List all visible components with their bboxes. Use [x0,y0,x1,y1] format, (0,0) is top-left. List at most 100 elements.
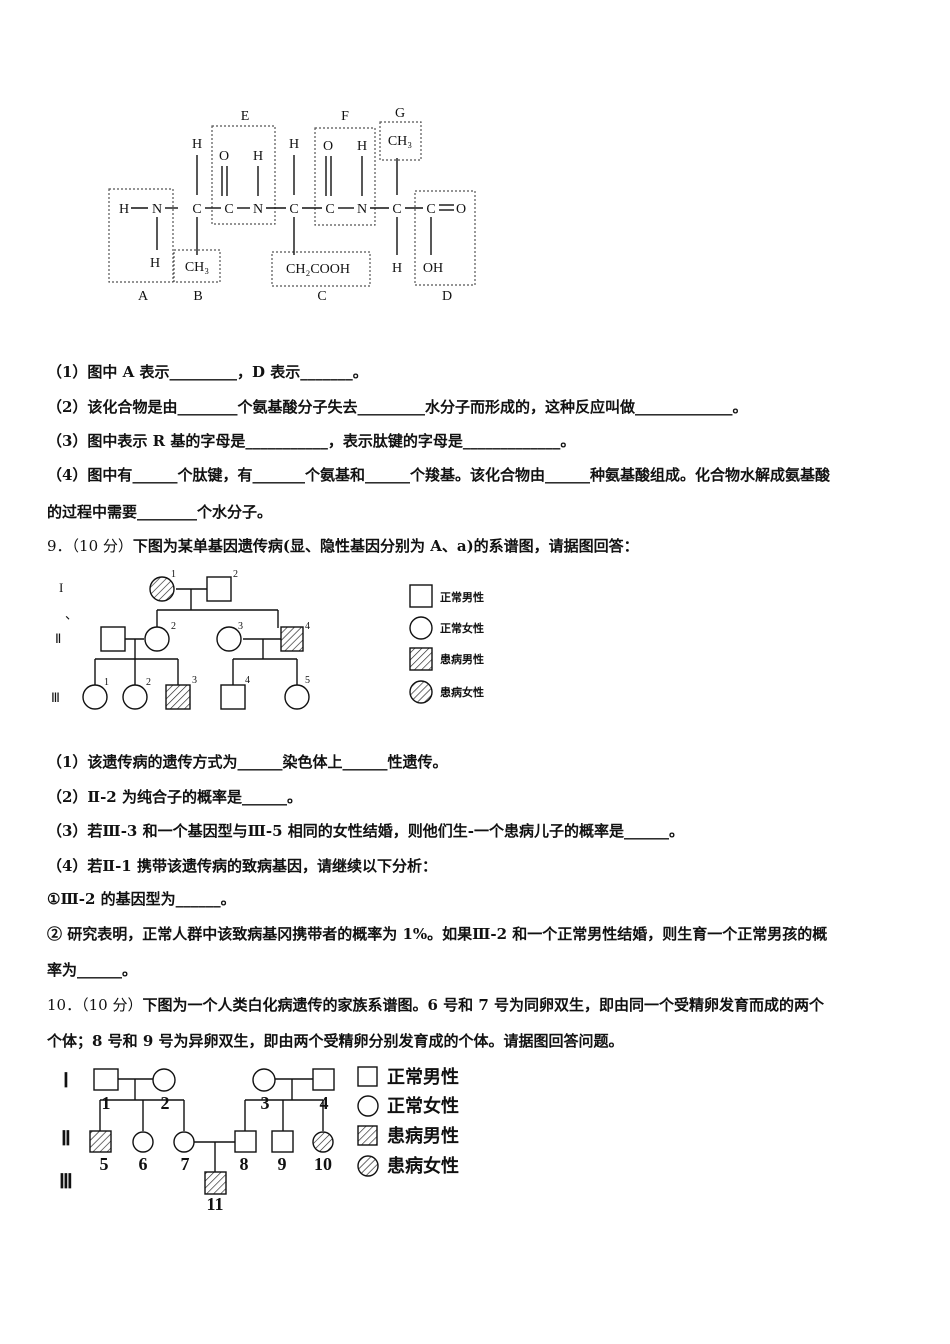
box-A [108,188,174,283]
q10-II-6-normal-female [132,1131,154,1153]
svg-text:CH₃: CH₃ [388,134,412,149]
q9-line-3: （3）若Ⅲ-3 和一个基因型与Ⅲ-5 相同的女性结婚，则他们生-一个患病儿子的概… [47,822,684,840]
label-C: C [317,289,326,304]
q9-number: 9．（10 分） [47,537,133,555]
svg-text:2: 2 [146,677,151,688]
q9-I-2-normal-male [206,576,232,602]
svg-text:N: N [357,202,367,217]
q9-III-1-normal-female [82,684,108,710]
svg-text:5: 5 [305,675,310,686]
q9-III-2-normal-female [122,684,148,710]
svg-text:C: C [426,202,435,217]
svg-text:1: 1 [171,569,176,580]
q10-III-11-affected-male [204,1171,227,1195]
svg-text:O: O [456,202,466,217]
q10-legend-normal-male-icon [357,1066,378,1087]
q9-line-7: 率为______。 [47,961,138,979]
q9-line-6: ② 研究表明，正常人群中该致病基冈携带者的概率为 1%。如果Ⅲ-2 和一个正常男… [47,925,828,943]
q9-heading: 9．（10 分）下图为某单基因遗传病(显、隐性基因分别为 A、a)的系谱图，请据… [47,536,639,556]
svg-text:2: 2 [161,1093,170,1113]
svg-text:C: C [325,202,334,217]
svg-text:H: H [119,202,129,217]
svg-text:7: 7 [181,1154,190,1174]
q10-legend-affected-female-icon [357,1155,379,1177]
q9-III-5-normal-female [284,684,310,710]
box-G [379,121,422,161]
q8-line-4: （4）图中有______个肽键，有_______个氨基和______个羧基。该化… [47,466,830,484]
svg-text:4: 4 [245,675,250,686]
svg-text:H: H [357,139,367,154]
q8-line-5: 的过程中需要________个水分子。 [47,503,273,521]
q10-legend-affected-male-icon [357,1125,378,1146]
svg-text:1: 1 [102,1093,111,1113]
svg-text:正常女性: 正常女性 [387,1095,459,1116]
q10-II-8-normal-male [234,1130,257,1153]
q9-legend-normal-male-icon [409,584,433,608]
q9-title: 下图为某单基因遗传病(显、隐性基因分别为 A、a)的系谱图，请据图回答： [132,537,639,555]
svg-text:I: I [59,580,63,595]
q9-III-4-normal-male [220,684,246,710]
q9-II-2-normal-female [144,626,170,652]
svg-text:C: C [224,202,233,217]
svg-text:患病女性: 患病女性 [440,685,484,699]
svg-text:Ⅲ: Ⅲ [51,690,60,705]
svg-text:H: H [392,261,402,276]
q9-I-1-affected-female [149,576,175,602]
svg-text:Ⅱ: Ⅱ [55,631,61,646]
svg-text:2: 2 [171,621,176,632]
svg-text:正常男性: 正常男性 [440,590,484,604]
svg-text:正常男性: 正常男性 [387,1066,459,1087]
svg-text:CH₂COOH: CH₂COOH [286,262,350,277]
q9-line-2: （2）Ⅱ-2 为纯合子的概率是______。 [47,788,302,806]
q10-II-9-normal-male [271,1130,294,1153]
q8-line-3: （3）图中表示 R 基的字母是___________，表示肽键的字母是_____… [47,432,576,450]
svg-text:O: O [219,149,229,164]
q8-line-2: （2）该化合物是由________个氨基酸分子失去_________水分子而形成… [47,398,748,416]
svg-text:、: 、 [65,607,78,622]
svg-text:N: N [253,202,263,217]
svg-text:患病女性: 患病女性 [387,1155,459,1176]
box-B [173,249,221,283]
box-C [271,251,371,287]
svg-text:O: O [323,139,333,154]
q8-line-1: （1）图中 A 表示_________，D 表示_______。 [47,363,368,381]
svg-text:5: 5 [100,1154,109,1174]
svg-text:H: H [150,256,160,271]
svg-text:H: H [289,137,299,152]
svg-text:CH₃: CH₃ [185,260,209,275]
svg-text:1: 1 [104,677,109,688]
svg-text:2: 2 [233,569,238,580]
svg-text:4: 4 [320,1093,329,1113]
q10-pedigree-chart: Ⅰ Ⅱ Ⅲ 1 2 3 4 [59,1066,459,1214]
q9-line-1: （1）该遗传病的遗传方式为______染色体上______性遗传。 [47,753,448,771]
svg-text:8: 8 [240,1154,249,1174]
q9-legend-affected-male-icon [409,647,433,671]
peptide-structure-diagram: A B C D E F G H N C C N C C N C C O H O … [108,106,476,304]
label-D: D [442,289,452,304]
q10-title-line-2: 个体；8 号和 9 号为异卵双生，即由两个受精卵分别发育成的个体。请据图回答问题… [47,1032,624,1050]
q10-II-5-affected-male [89,1130,112,1153]
svg-text:OH: OH [423,261,443,276]
q9-II-1-normal-male [100,626,126,652]
q9-legend-normal-female-icon [409,616,433,640]
q10-II-10-affected-female [312,1131,334,1153]
q9-pedigree-chart: I 、 Ⅱ Ⅲ [51,569,484,710]
svg-text:C: C [289,202,298,217]
box-F [314,127,376,226]
label-A: A [138,289,149,304]
svg-text:6: 6 [139,1154,148,1174]
svg-text:正常女性: 正常女性 [440,621,484,635]
q10-number: 10．（10 分） [47,996,143,1014]
svg-text:C: C [192,202,201,217]
svg-text:3: 3 [238,621,243,632]
q9-II-3-normal-female [216,626,242,652]
svg-text:9: 9 [278,1154,287,1174]
q10-I-1-normal-male [93,1068,119,1091]
box-E [211,125,276,225]
label-G: G [395,106,405,121]
label-F: F [341,109,349,124]
svg-text:患病男性: 患病男性 [387,1125,459,1146]
q10-I-3-normal-female [252,1068,276,1092]
svg-text:患病男性: 患病男性 [440,652,484,666]
q10-legend-normal-female-icon [357,1095,379,1117]
